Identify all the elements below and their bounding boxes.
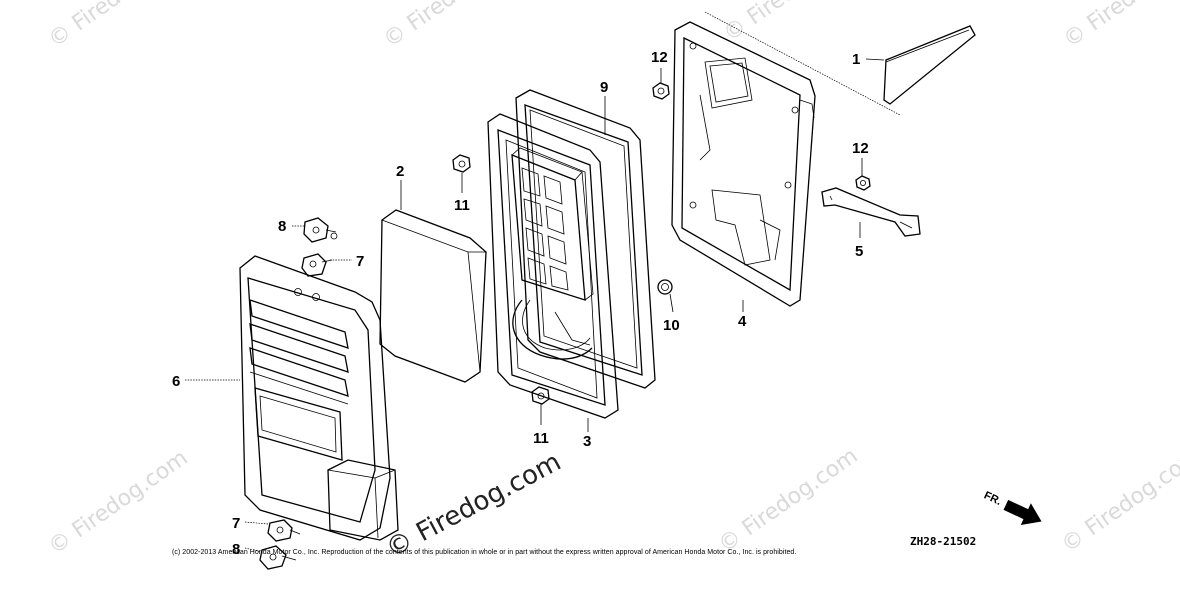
- watermark-top-right: © Firedog.com: [1059, 0, 1180, 53]
- callout-3: 3: [583, 433, 591, 450]
- part-8-clip-upper: [292, 217, 338, 243]
- part-11-nut-top: [452, 154, 471, 193]
- callout-12-right: 12: [852, 140, 869, 157]
- callout-2: 2: [396, 163, 404, 180]
- callout-11-lower: 11: [533, 430, 549, 447]
- part-9-gasket: [515, 89, 656, 389]
- part-8-clip-lower: [244, 545, 297, 570]
- callout-8-lower: 8: [232, 541, 240, 558]
- callout-7-upper: 7: [356, 253, 364, 270]
- callout-8-upper: 8: [278, 218, 286, 235]
- watermark-top-center: © Firedog.com: [719, 0, 867, 47]
- watermark-top-left: © Firedog.com: [44, 0, 192, 53]
- part-12-nut-top: [652, 68, 670, 100]
- part-1-rod: [704, 11, 976, 116]
- callout-7-lower: 7: [232, 515, 240, 532]
- watermark-bottom-left: © Firedog.com: [44, 446, 192, 560]
- watermark-group: © Firedog.com © Firedog.com © Firedog.co…: [44, 0, 1180, 560]
- watermark-bottom-right: © Firedog.com: [1057, 444, 1180, 558]
- diagram-code: ZH28-21502: [910, 535, 976, 548]
- callout-5: 5: [855, 243, 863, 260]
- part-7-clip-lower: [244, 519, 301, 542]
- part-7-clip-upper: [301, 253, 352, 277]
- part-2-filter: [379, 180, 487, 383]
- watermark-center: © Firedog.com: [381, 447, 566, 564]
- part-4-case: [671, 21, 816, 307]
- callout-6: 6: [172, 373, 180, 390]
- callout-group: 1 2 3 4 5 6 7 7 8 8 9 10 11 11 12 12: [172, 49, 885, 558]
- front-direction-label: FR.: [982, 489, 1003, 507]
- callout-12-upper: 12: [651, 49, 668, 66]
- part-6-cover: [185, 255, 399, 541]
- part-3-holder: [487, 113, 619, 432]
- front-direction-indicator: FR.: [982, 489, 1042, 525]
- callout-11-upper: 11: [454, 197, 470, 214]
- watermark-top-mid: © Firedog.com: [379, 0, 527, 53]
- part-12-nut-right: [855, 158, 871, 191]
- callout-10: 10: [663, 317, 680, 334]
- part-10-grommet: [657, 279, 674, 313]
- front-arrow-icon: [1003, 499, 1042, 525]
- part-11-nut-bottom: [531, 386, 550, 425]
- copyright-notice: (c) 2002-2013 American Honda Motor Co., …: [172, 549, 797, 556]
- callout-1: 1: [852, 51, 860, 68]
- watermark-bottom-center: © Firedog.com: [714, 444, 862, 558]
- callout-4: 4: [738, 313, 747, 330]
- callout-9: 9: [600, 79, 608, 96]
- part-5-bracket: [821, 187, 921, 238]
